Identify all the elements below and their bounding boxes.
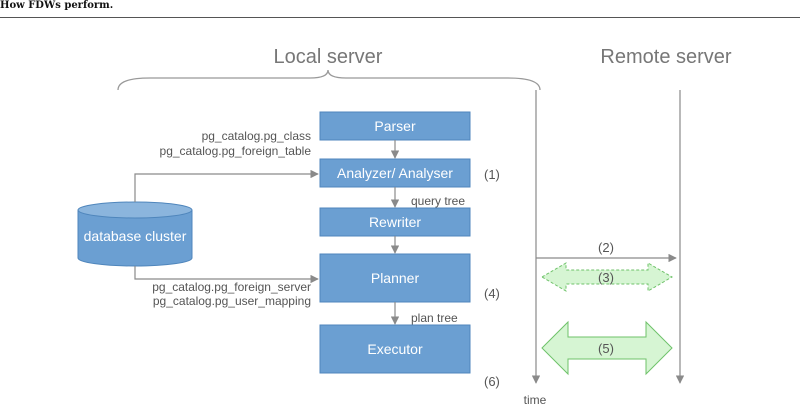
parser-box: Parser xyxy=(319,111,471,141)
database-label: database cluster xyxy=(84,228,187,244)
query-tree-label: query tree xyxy=(411,194,465,208)
remote-server-title: Remote server xyxy=(600,46,731,68)
analyzer-box: Analyzer/ Analyser xyxy=(319,158,471,188)
db-to-planner-arrow xyxy=(134,266,319,284)
catalog-pg-foreign-table: pg_catalog.pg_foreign_table xyxy=(160,144,312,158)
explain-exchange-arrow xyxy=(541,262,673,292)
caption-divider xyxy=(0,17,800,18)
local-server-brace xyxy=(117,69,541,91)
parser-label: Parser xyxy=(374,118,416,134)
planner-box: Planner xyxy=(319,253,471,303)
step-2-label: (2) xyxy=(598,240,614,255)
local-server-title: Local server xyxy=(274,46,383,68)
step-1-label: (1) xyxy=(484,167,500,182)
plan-tree-label: plan tree xyxy=(411,311,458,325)
query-exchange-arrow xyxy=(541,320,673,376)
step-5-label: (5) xyxy=(598,341,614,356)
executor-label: Executor xyxy=(367,341,423,357)
step-6-label: (6) xyxy=(484,374,500,389)
figure-caption: How FDWs perform. xyxy=(0,0,114,11)
catalog-pg-class: pg_catalog.pg_class xyxy=(202,129,311,143)
step-3-label: (3) xyxy=(598,270,614,285)
catalog-pg-foreign-server: pg_catalog.pg_foreign_server xyxy=(152,280,311,294)
rewriter-label: Rewriter xyxy=(369,214,421,230)
db-to-analyzer-arrow xyxy=(134,169,319,202)
planner-label: Planner xyxy=(371,270,420,286)
executor-box: Executor xyxy=(319,324,471,374)
analyzer-label: Analyzer/ Analyser xyxy=(337,165,453,181)
catalog-pg-user-mapping: pg_catalog.pg_user_mapping xyxy=(153,294,311,308)
rewriter-box: Rewriter xyxy=(319,207,471,237)
time-label: time xyxy=(524,393,547,407)
database-cylinder: database cluster xyxy=(77,201,193,267)
step-4-label: (4) xyxy=(484,286,500,301)
